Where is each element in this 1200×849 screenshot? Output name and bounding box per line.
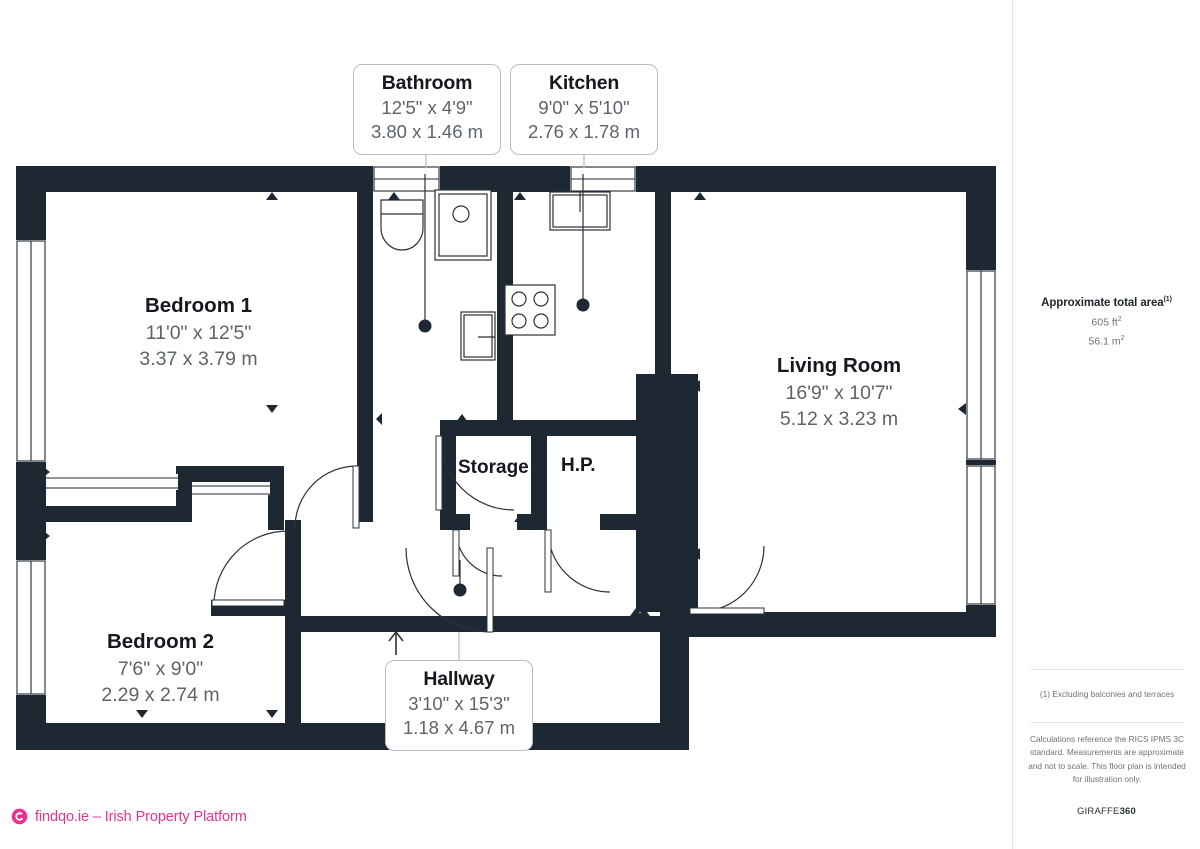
findqo-logo-text: findqo.ie – Irish Property Platform	[35, 808, 247, 825]
doors	[211, 435, 765, 633]
room-label-hallway: Hallway 3'10" x 15'3" 1.18 x 4.67 m	[385, 660, 533, 751]
room-metric-hallway: 1.18 x 4.67 m	[402, 717, 516, 739]
kitchen-fixtures	[504, 191, 611, 336]
total-area-footnote-ref: (1)	[1163, 296, 1172, 303]
dimension-markers	[42, 192, 966, 718]
brand-prefix: GIRAFFE	[1076, 806, 1120, 817]
footnote-rics-disclaimer: Calculations reference the RICS IPMS 3C …	[1028, 734, 1186, 785]
room-name-hallway: Hallway	[423, 668, 495, 690]
total-area-block: Approximate total area(1) 605 ft2 56.1 m…	[1013, 296, 1200, 348]
giraffe360-branding: GIRAFFE360	[1013, 806, 1200, 817]
room-label-bathroom: Bathroom 12'5" x 4'9" 3.80 x 1.46 m	[353, 64, 501, 155]
room-metric-bathroom: 3.80 x 1.46 m	[370, 121, 484, 143]
room-metric-kitchen: 2.76 x 1.78 m	[527, 121, 641, 143]
findqo-spiral-icon	[11, 808, 28, 825]
total-area-title: Approximate total area(1)	[1013, 296, 1200, 309]
bathroom-fixtures	[380, 189, 496, 361]
room-label-kitchen: Kitchen 9'0" x 5'10" 2.76 x 1.78 m	[510, 64, 658, 155]
room-name-bathroom: Bathroom	[381, 72, 473, 94]
room-imperial-kitchen: 9'0" x 5'10"	[538, 96, 630, 118]
sqm-unit-exponent: 2	[1120, 335, 1125, 343]
room-imperial-hallway: 3'10" x 15'3"	[408, 692, 510, 714]
brand-suffix: 360	[1119, 806, 1137, 817]
total-area-sqft-value: 605 ft	[1091, 316, 1118, 329]
total-area-sqm-value: 56.1 m	[1088, 335, 1121, 348]
floor-plan-canvas: Bathroom 12'5" x 4'9" 3.80 x 1.46 m Kitc…	[16, 64, 996, 751]
info-sidebar: Approximate total area(1) 605 ft2 56.1 m…	[1012, 0, 1200, 849]
sqft-unit-exponent: 2	[1117, 315, 1122, 323]
windows	[16, 166, 996, 695]
sidebar-divider-top	[1030, 669, 1184, 670]
findqo-footer-logo[interactable]: findqo.ie – Irish Property Platform	[11, 808, 247, 825]
room-imperial-bathroom: 12'5" x 4'9"	[381, 96, 473, 118]
floor-plan-drawing	[16, 150, 996, 750]
sidebar-divider-bottom	[1030, 722, 1184, 723]
room-name-kitchen: Kitchen	[548, 72, 620, 94]
hallway-entry-arrow	[388, 630, 404, 655]
total-area-title-text: Approximate total area	[1041, 296, 1164, 309]
ceiling-lights	[418, 174, 590, 597]
footnote-excluding-balconies: (1) Excluding balconies and terraces	[1039, 689, 1175, 699]
total-area-sqft: 605 ft2	[1013, 316, 1200, 329]
total-area-sqm: 56.1 m2	[1013, 335, 1200, 348]
